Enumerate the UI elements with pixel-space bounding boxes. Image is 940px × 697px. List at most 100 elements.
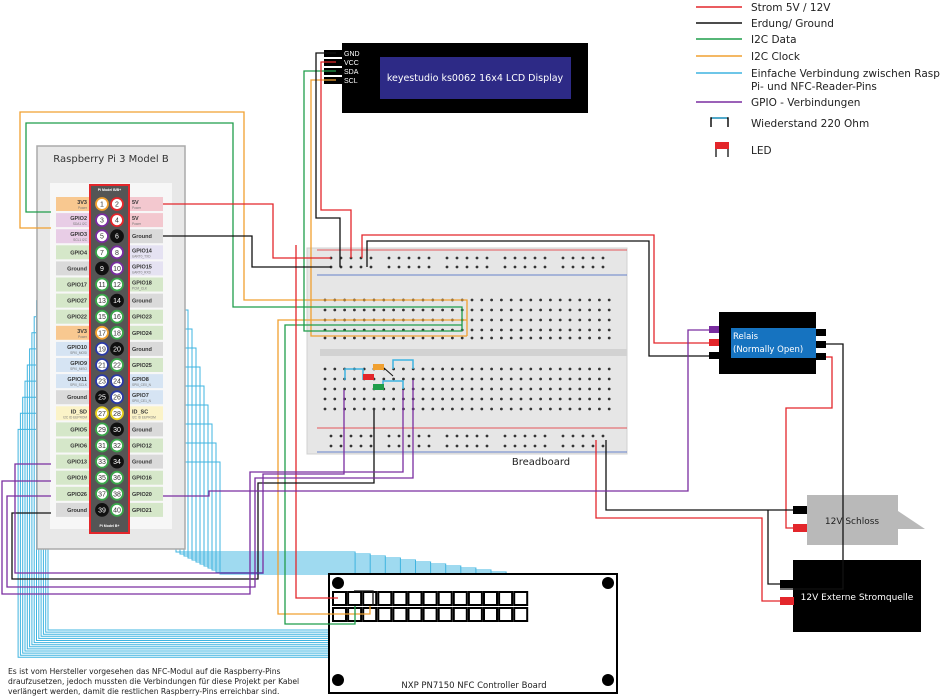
lock-body xyxy=(807,495,925,545)
wire-gnd-pi-bb xyxy=(11,410,375,580)
nfc-pin xyxy=(483,591,498,606)
nfc-pin xyxy=(392,607,408,622)
pin-29 xyxy=(95,422,109,437)
svg-text:28: 28 xyxy=(113,411,121,418)
pin-2 xyxy=(110,197,124,211)
svg-text:20: 20 xyxy=(113,346,121,353)
nfc-pin xyxy=(407,591,423,606)
pin-label-bg-20 xyxy=(130,341,163,356)
nfc-pin xyxy=(347,591,363,606)
nfc-pin xyxy=(513,607,529,622)
pin-label-bg-30 xyxy=(130,422,163,437)
wire-i2c-data-lcd xyxy=(303,70,462,332)
pin-22 xyxy=(110,358,124,372)
supply-pin-gnd xyxy=(780,580,794,588)
legend-label-3: I2C Clock xyxy=(751,51,801,63)
legend-label-4-cont: Pi- und NFC-Reader-Pins xyxy=(751,81,877,93)
svg-text:39: 39 xyxy=(98,507,106,514)
svg-text:UART0_RXD: UART0_RXD xyxy=(132,270,152,274)
pin-name-35: GPIO19 xyxy=(67,476,87,482)
relay-label-1: Relais xyxy=(733,332,759,342)
svg-text:38: 38 xyxy=(113,491,121,498)
pin-13 xyxy=(95,293,109,308)
colored-wires xyxy=(1,52,844,625)
nfc-pin xyxy=(422,591,438,606)
lock-pin-gnd xyxy=(793,506,807,514)
pin-18 xyxy=(110,325,124,340)
pin-label-bg-35 xyxy=(56,470,89,485)
svg-text:32: 32 xyxy=(113,443,121,450)
wire-gnd-lcd xyxy=(315,52,341,267)
pin-26 xyxy=(110,390,124,405)
pin-name-16: GPIO23 xyxy=(132,315,152,321)
pin-name-25: Ground xyxy=(67,395,87,401)
pin-10 xyxy=(110,261,124,276)
wire-gpio19 xyxy=(1,390,404,595)
legend-label-5: GPIO - Verbindungen xyxy=(751,97,860,109)
pin-name-14: Ground xyxy=(132,299,152,305)
svg-text:22: 22 xyxy=(113,363,121,370)
pin-21 xyxy=(95,358,109,372)
wire-gpio13 xyxy=(14,390,345,574)
pin-label-bg-32 xyxy=(130,438,163,453)
pin-name-26: GPIO7 xyxy=(132,393,149,399)
nfc-pin xyxy=(498,591,514,606)
wire-relay-supply xyxy=(780,343,844,590)
nfc-pin xyxy=(498,607,514,622)
pin-name-1: 3V3 xyxy=(77,200,87,206)
pin-8 xyxy=(110,245,124,260)
led-red xyxy=(363,374,374,380)
pin-name-29: GPIO5 xyxy=(70,427,87,433)
pin-label-bg-7 xyxy=(56,245,89,260)
svg-text:21: 21 xyxy=(98,363,106,370)
svg-text:19: 19 xyxy=(98,346,106,353)
pin-20 xyxy=(110,341,124,356)
svg-text:9: 9 xyxy=(100,266,104,273)
pin-label-bg-36 xyxy=(130,470,163,485)
svg-text:33: 33 xyxy=(98,459,106,466)
pin-name-10: GPIO15 xyxy=(132,264,152,270)
pin-33 xyxy=(95,454,109,469)
breadboard-components xyxy=(344,359,414,390)
svg-text:2: 2 xyxy=(115,202,119,209)
lock-label: 12V Schloss xyxy=(825,517,880,527)
pin-5 xyxy=(95,229,109,244)
nfc-pin xyxy=(437,591,453,606)
svg-text:12: 12 xyxy=(113,282,121,289)
nfc-pin xyxy=(407,607,423,622)
led-lead xyxy=(383,367,394,377)
pin-name-23: GPIO11 xyxy=(67,377,87,383)
pin-25 xyxy=(95,390,109,405)
pin-name-34: Ground xyxy=(132,460,152,466)
pin-name-19: GPIO10 xyxy=(67,345,87,351)
pin-name-39: Ground xyxy=(67,508,87,514)
pin-3 xyxy=(95,213,109,228)
pin-label-bg-29 xyxy=(56,422,89,437)
nfc-pin xyxy=(483,607,498,622)
supply-pin-vcc xyxy=(780,597,794,605)
resistor-2 xyxy=(392,359,414,369)
svg-text:35: 35 xyxy=(98,475,106,482)
wire-gpio26 xyxy=(6,380,414,588)
wire-gnd-nfc xyxy=(354,590,374,606)
svg-text:5: 5 xyxy=(100,234,104,241)
pin-name-27: ID_SD xyxy=(71,409,87,415)
pin-name-7: GPIO4 xyxy=(70,250,88,256)
wire-i2c-data-pi xyxy=(25,122,463,331)
nfc-pin xyxy=(437,607,453,622)
svg-text:34: 34 xyxy=(113,459,121,466)
nfc-pin xyxy=(452,607,468,622)
svg-text:17: 17 xyxy=(98,330,106,337)
pin-label-bg-27 xyxy=(56,406,89,421)
relay-screen xyxy=(731,328,816,358)
svg-text:37: 37 xyxy=(98,491,106,498)
pin-30 xyxy=(110,422,124,437)
svg-text:Power: Power xyxy=(132,206,142,210)
pin-label-bg-2 xyxy=(130,197,163,211)
pin-name-30: Ground xyxy=(132,427,152,433)
pin-name-21: GPIO9 xyxy=(70,361,87,367)
lcd-pin-label-sda: SDA xyxy=(344,69,359,76)
svg-text:SPI0_SCLK: SPI0_SCLK xyxy=(70,383,88,387)
svg-text:SDA1 I2C: SDA1 I2C xyxy=(73,222,88,226)
wire-relay-lock xyxy=(785,356,833,529)
